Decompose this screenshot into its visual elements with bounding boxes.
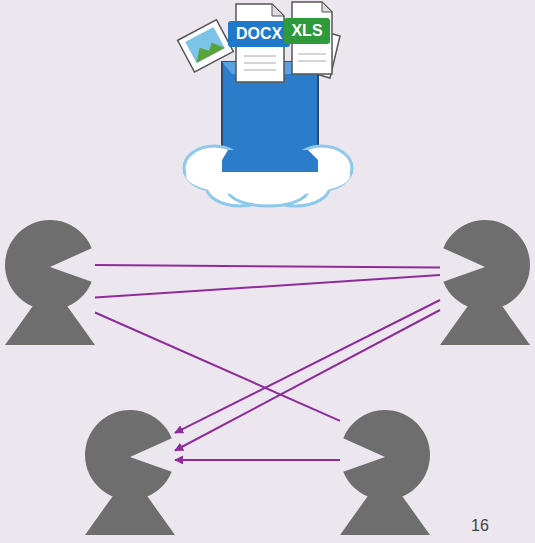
connector-line: [95, 275, 440, 298]
person-node: [340, 410, 430, 543]
file-type-label: DOCX: [236, 26, 282, 42]
page-number: 16: [471, 518, 489, 534]
cloud-fill: [186, 149, 350, 196]
person-figure: [440, 220, 530, 345]
person-figure: [5, 220, 95, 345]
file-type-label: XLS: [291, 23, 322, 39]
person-node: [5, 220, 95, 345]
person-figure: [340, 410, 430, 543]
connector-line: [95, 313, 340, 421]
docx-file-icon: [228, 4, 290, 82]
xls-file-icon: [284, 2, 332, 74]
storage-box-base: [222, 150, 318, 172]
person-node: [440, 220, 530, 345]
person-figure: [85, 410, 175, 543]
cloud: [184, 146, 352, 206]
connector-line: [175, 459, 340, 461]
connector-line: [95, 265, 440, 268]
person-node: [85, 410, 175, 543]
